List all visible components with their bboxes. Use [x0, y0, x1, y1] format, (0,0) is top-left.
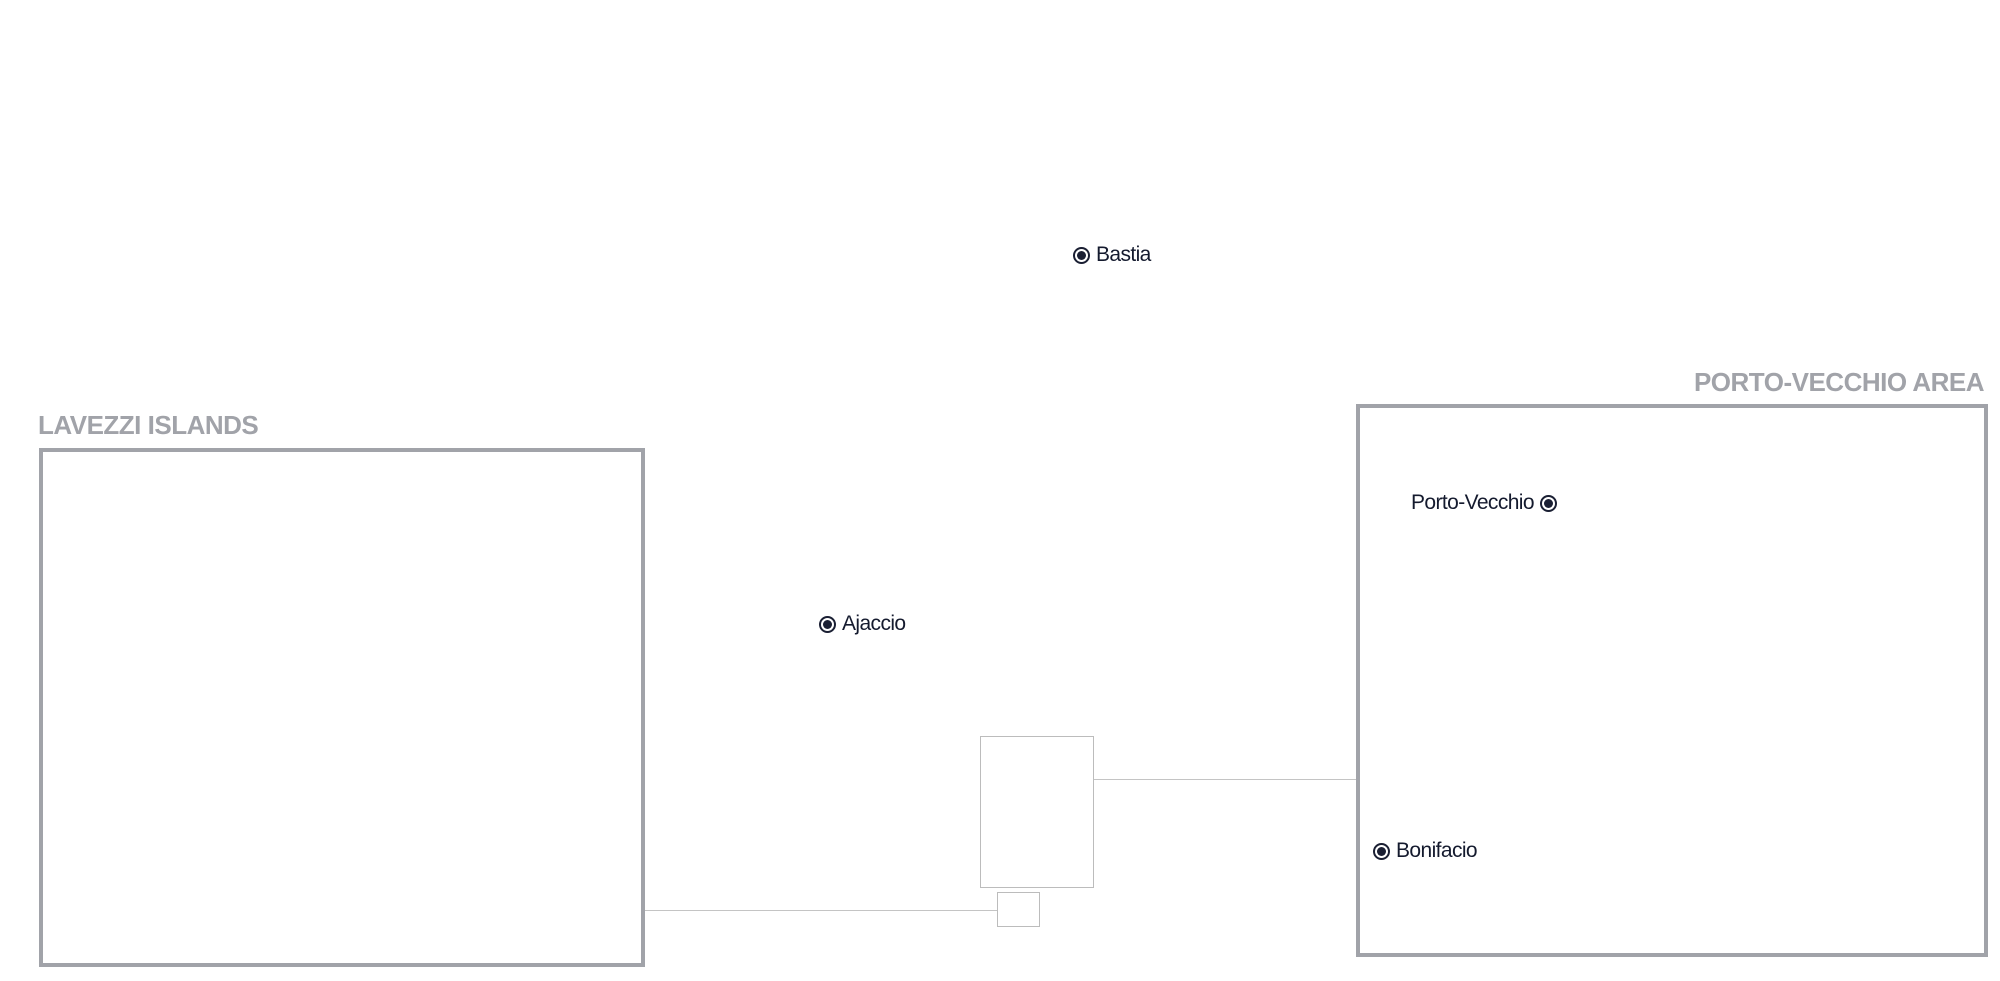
city-dot-icon [819, 615, 836, 633]
lavezzi-leader-line [645, 910, 997, 911]
lavezzi-inset-frame [39, 448, 645, 967]
city-porto-vecchio[interactable]: Porto-Vecchio [1411, 491, 1557, 515]
city-label-ajaccio: Ajaccio [842, 612, 906, 635]
city-ajaccio[interactable]: Ajaccio [819, 612, 906, 636]
city-bastia[interactable]: Bastia [1073, 243, 1151, 267]
city-bonifacio[interactable]: Bonifacio [1373, 839, 1478, 863]
city-dot-icon [1373, 842, 1390, 860]
city-label-bonifacio: Bonifacio [1396, 839, 1478, 862]
city-dot-icon [1539, 494, 1557, 512]
city-label-porto-vecchio: Porto-Vecchio [1411, 491, 1535, 514]
porto-vecchio-inset-title: PORTO-VECCHIO AREA [1693, 367, 1985, 397]
porto-vecchio-inset-frame [1356, 404, 1988, 957]
porto-vecchio-locator-box [980, 736, 1094, 888]
lavezzi-inset-title: LAVEZZI ISLANDS [38, 410, 259, 440]
city-dot-icon [1073, 246, 1090, 264]
city-label-bastia: Bastia [1096, 243, 1151, 266]
porto-vecchio-leader-line [1094, 779, 1356, 780]
lavezzi-locator-box [997, 892, 1040, 927]
